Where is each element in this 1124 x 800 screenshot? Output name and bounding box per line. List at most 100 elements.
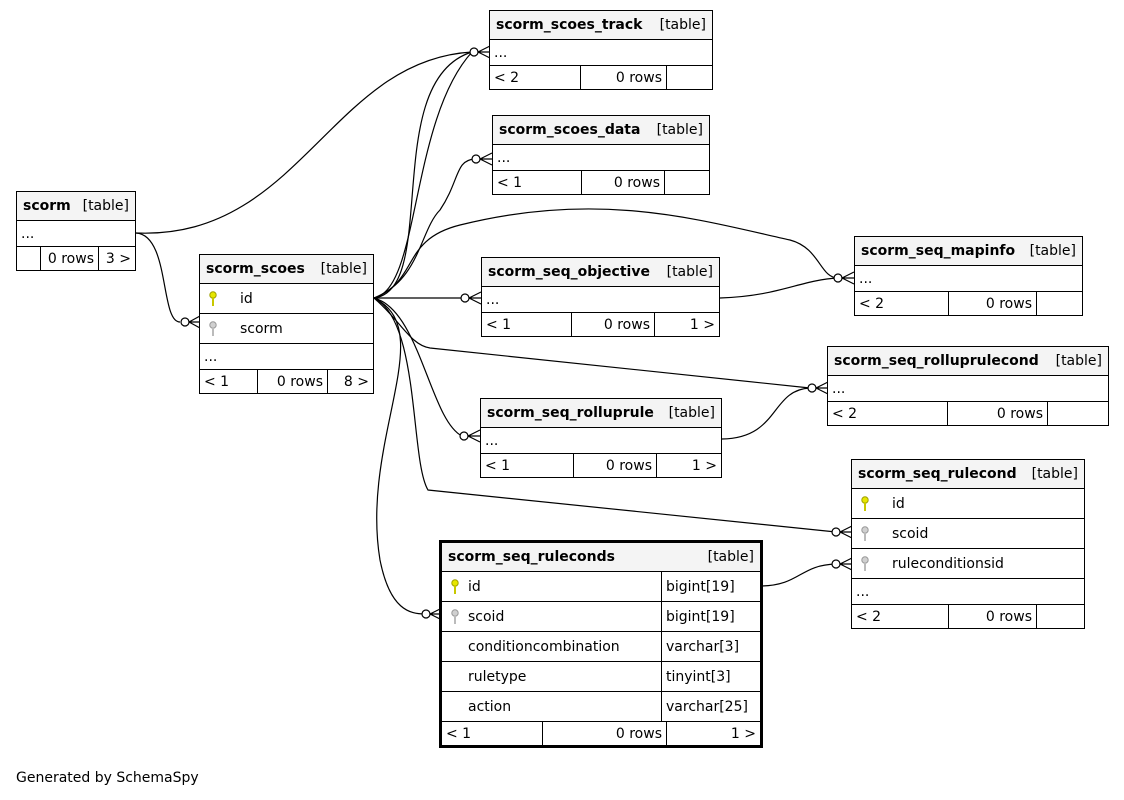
column-name[interactable]: ruleconditionsid (892, 555, 1004, 572)
table-scorm-scoes-track[interactable]: scorm_scoes_track [table] ... < 2 0 rows (489, 10, 713, 90)
table-kind: [table] (1031, 466, 1078, 482)
column-type: tinyint[3] (661, 662, 760, 691)
column-row: id bigint[19] (442, 572, 760, 602)
column-row: ruleconditionsid (852, 549, 1084, 579)
column-name[interactable]: ruletype (468, 668, 527, 685)
primary-key-icon (442, 578, 468, 595)
table-name[interactable]: scorm_seq_rolluprule (487, 405, 654, 421)
more-columns: ... (490, 40, 712, 66)
table-name[interactable]: scorm_seq_rulecond (858, 466, 1017, 482)
parents-link[interactable]: < 1 (497, 174, 523, 191)
row-count: 0 rows (580, 66, 666, 89)
column-name[interactable]: id (468, 578, 481, 595)
table-footer: < 1 0 rows 1 > (481, 454, 721, 477)
table-kind: [table] (668, 405, 715, 421)
primary-key-icon (200, 290, 226, 307)
foreign-key-icon (852, 555, 878, 572)
table-kind: [table] (666, 264, 713, 280)
column-type: bigint[19] (661, 572, 760, 601)
table-name[interactable]: scorm (23, 198, 71, 214)
more-columns: ... (855, 266, 1082, 292)
parents-link[interactable]: < 2 (856, 608, 882, 625)
column-name[interactable]: id (892, 495, 905, 512)
table-name[interactable]: scorm_seq_objective (488, 264, 650, 280)
crows-feet (188, 45, 855, 621)
foreign-key-icon (442, 608, 468, 625)
edge-ruleconds-to-rulecond (761, 563, 837, 587)
column-type: varchar[3] (661, 632, 760, 661)
parents-link[interactable]: < 2 (832, 405, 858, 422)
table-scorm[interactable]: scorm [table] ... 0 rows 3 > (16, 191, 136, 271)
edge-scoes-to-rolluprule (373, 297, 463, 437)
table-name[interactable]: scorm_scoes (206, 261, 305, 277)
table-footer: < 2 0 rows (852, 605, 1084, 628)
table-header: scorm_seq_rulecond [table] (852, 460, 1084, 489)
table-name[interactable]: scorm_scoes_track (496, 17, 643, 33)
parents-link[interactable]: < 2 (859, 295, 885, 312)
row-count: 0 rows (573, 454, 656, 477)
table-kind: [table] (82, 198, 129, 214)
table-scorm-seq-mapinfo[interactable]: scorm_seq_mapinfo [table] ... < 2 0 rows (854, 236, 1083, 316)
table-footer: < 1 0 rows 1 > (442, 722, 760, 745)
table-footer: < 1 0 rows 1 > (482, 313, 719, 336)
edge-scorm-to-scoes-track (135, 51, 473, 234)
table-name[interactable]: scorm_seq_ruleconds (448, 549, 615, 565)
column-name[interactable]: action (468, 698, 512, 715)
column-name[interactable]: id (240, 290, 253, 307)
column-name[interactable]: conditioncombination (468, 638, 620, 655)
more-columns: ... (493, 145, 709, 171)
edge-scoes-to-scoes-data (373, 158, 476, 299)
table-header: scorm_seq_mapinfo [table] (855, 237, 1082, 266)
table-footer: < 2 0 rows (828, 402, 1108, 425)
row-count: 0 rows (948, 605, 1036, 628)
edge-scoes-to-scoes-track-2 (373, 51, 473, 299)
children-link[interactable] (1036, 292, 1082, 315)
column-row: scoid bigint[19] (442, 602, 760, 632)
more-columns: ... (17, 221, 135, 247)
table-name[interactable]: scorm_seq_mapinfo (861, 243, 1016, 259)
row-count: 0 rows (581, 171, 664, 194)
table-kind: [table] (1029, 243, 1076, 259)
column-row: ruletype tinyint[3] (442, 662, 760, 692)
table-scorm-scoes[interactable]: scorm_scoes [table] id scorm ... < 1 0 r… (199, 254, 374, 394)
foreign-key-icon (852, 525, 878, 542)
table-scorm-seq-objective[interactable]: scorm_seq_objective [table] ... < 1 0 ro… (481, 257, 720, 337)
column-name[interactable]: scoid (468, 608, 505, 625)
table-header: scorm_scoes [table] (200, 255, 373, 284)
table-scorm-scoes-data[interactable]: scorm_scoes_data [table] ... < 1 0 rows (492, 115, 710, 195)
children-link[interactable]: 3 > (98, 247, 135, 270)
column-row: scorm (200, 314, 373, 344)
table-scorm-seq-rulecond[interactable]: scorm_seq_rulecond [table] id scoid rule… (851, 459, 1085, 629)
edge-scoes-to-mapinfo (373, 208, 839, 299)
children-link[interactable] (666, 66, 712, 89)
table-header: scorm_scoes_data [table] (493, 116, 709, 145)
table-name[interactable]: scorm_seq_rolluprulecond (834, 353, 1039, 369)
edge-scorm-to-scoes (135, 232, 181, 323)
parents-link[interactable]: < 2 (494, 69, 520, 86)
children-link[interactable] (1036, 605, 1084, 628)
children-link[interactable]: 1 > (656, 454, 721, 477)
table-header: scorm_seq_rolluprule [table] (481, 399, 721, 428)
parents-link[interactable]: < 1 (204, 373, 230, 390)
children-link[interactable] (664, 171, 709, 194)
parents-link[interactable]: < 1 (486, 316, 512, 333)
children-link[interactable]: 8 > (327, 370, 373, 393)
parents-link[interactable] (17, 247, 40, 270)
column-name[interactable]: scoid (892, 525, 929, 542)
table-scorm-seq-rolluprule[interactable]: scorm_seq_rolluprule [table] ... < 1 0 r… (480, 398, 722, 478)
children-link[interactable]: 1 > (666, 722, 760, 745)
column-row: scoid (852, 519, 1084, 549)
edge-scoes-to-rolluprulecond (373, 297, 811, 389)
table-name[interactable]: scorm_scoes_data (499, 122, 641, 138)
parents-link[interactable]: < 1 (485, 457, 511, 474)
edge-rolluprule-to-rolluprulecond (721, 387, 811, 440)
table-scorm-seq-rolluprulecond[interactable]: scorm_seq_rolluprulecond [table] ... < 2… (827, 346, 1109, 426)
table-scorm-seq-ruleconds[interactable]: scorm_seq_ruleconds [table] id bigint[19… (439, 540, 763, 748)
edge-scoes-to-ruleconds (373, 297, 426, 615)
children-link[interactable]: 1 > (654, 313, 719, 336)
more-columns: ... (481, 428, 721, 454)
parents-link[interactable]: < 1 (446, 725, 472, 742)
children-link[interactable] (1047, 402, 1108, 425)
column-name[interactable]: scorm (240, 320, 283, 337)
